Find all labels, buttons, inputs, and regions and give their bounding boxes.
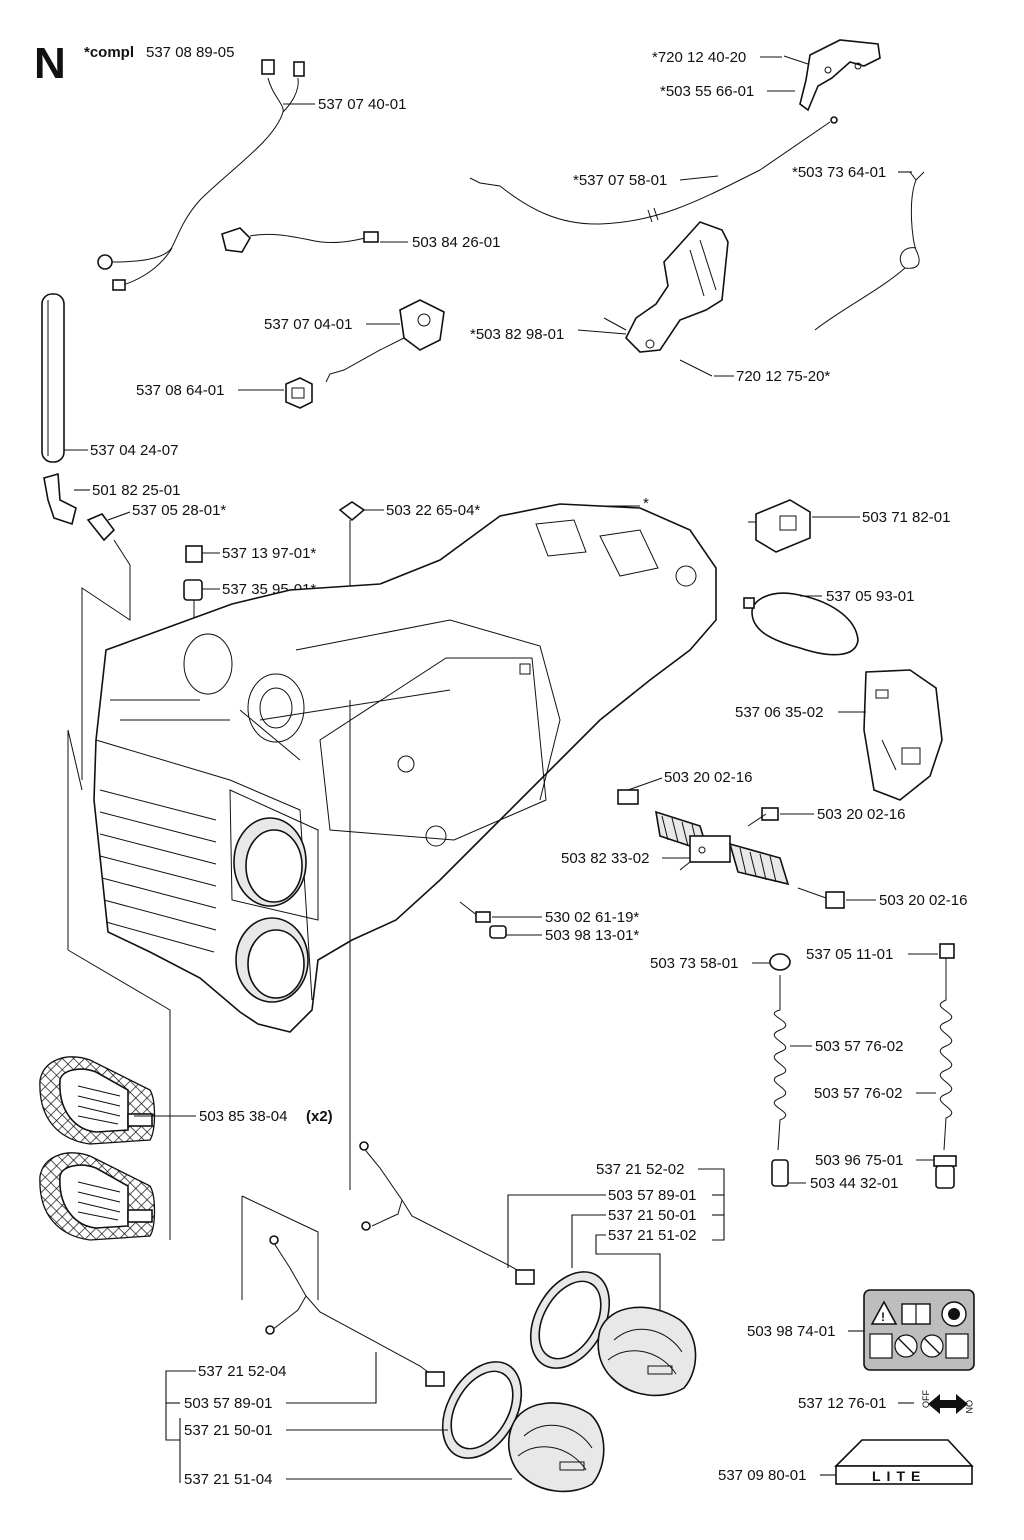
label-503-98-74-01: 503 98 74-01 — [747, 1323, 835, 1340]
av-element-upper — [39, 1056, 156, 1145]
label-720-12-75-20: 720 12 75-20* — [736, 368, 830, 385]
label-503-98-13-01: 503 98 13-01* — [545, 927, 639, 944]
label-537-08-64-01: 537 08 64-01 — [136, 382, 224, 399]
label-503-20-02-16-b: 503 20 02-16 — [817, 806, 905, 823]
elbow-fitting — [43, 472, 77, 526]
label-crankcase-star: * — [643, 495, 649, 512]
label-503-82-33-02: 503 82 33-02 — [561, 850, 649, 867]
suction-hose-left — [771, 975, 789, 1187]
label-537-06-35-02: 537 06 35-02 — [735, 704, 823, 721]
fuel-cap-assembly-upper — [359, 1141, 697, 1397]
off-on-decal: OFF ON — [921, 1390, 974, 1414]
label-537-05-93-01: 537 05 93-01 — [826, 588, 914, 605]
av-element-lower — [39, 1152, 156, 1241]
throttle-cable — [469, 116, 838, 225]
ignition-cable — [221, 227, 379, 253]
wiring-harness — [97, 59, 305, 291]
label-537-09-80-01: 537 09 80-01 — [718, 1467, 806, 1484]
label-503-73-64-01: *503 73 64-01 — [792, 164, 886, 181]
label-503-96-75-01: 503 96 75-01 — [815, 1152, 903, 1169]
decal-off-text: OFF — [921, 1390, 931, 1408]
label-537-21-51-02: 537 21 51-02 — [608, 1227, 696, 1244]
label-537-21-52-02: 537 21 52-02 — [596, 1161, 684, 1178]
label-501-82-25-01: 501 82 25-01 — [92, 482, 180, 499]
label-537-13-97-01: 537 13 97-01* — [222, 545, 316, 562]
label-503-44-32-01: 503 44 32-01 — [810, 1175, 898, 1192]
fuel-hose — [41, 293, 65, 463]
side-cover — [863, 669, 943, 801]
sleeve — [183, 579, 203, 601]
spring-wire — [814, 171, 925, 331]
label-503-57-76-02-b: 503 57 76-02 — [814, 1085, 902, 1102]
ignition-switch — [748, 499, 811, 553]
throttle-lockout-lever — [625, 221, 729, 353]
label-537-07-04-01: 537 07 04-01 — [264, 316, 352, 333]
label-503-57-76-02-a: 503 57 76-02 — [815, 1038, 903, 1055]
label-530-02-61-19: 530 02 61-19* — [545, 909, 639, 926]
label-503-73-58-01: 503 73 58-01 — [650, 955, 738, 972]
screw — [185, 545, 203, 563]
label-537-21-50-01-b: 537 21 50-01 — [184, 1422, 272, 1439]
label-503-20-02-16-a: 503 20 02-16 — [664, 769, 752, 786]
label-537-21-50-01-a: 537 21 50-01 — [608, 1207, 696, 1224]
label-503-57-89-01-a: 503 57 89-01 — [608, 1187, 696, 1204]
label-720-12-40-20: *720 12 40-20 — [652, 49, 746, 66]
crankcase-handle — [93, 503, 717, 1033]
label-503-84-26-01: 503 84 26-01 — [412, 234, 500, 251]
label-503-55-66-01: *503 55 66-01 — [660, 83, 754, 100]
fuel-cap-assembly-lower — [265, 1235, 605, 1493]
av-damper-assembly: 503 20 02-16 — [617, 769, 845, 909]
label-503-71-82-01: 503 71 82-01 — [862, 509, 950, 526]
suction-hose-right — [933, 958, 957, 1189]
label-503-82-98-01: *503 82 98-01 — [470, 326, 564, 343]
decal-on-text: ON — [964, 1400, 974, 1414]
label-503-85-38-04: 503 85 38-04 — [199, 1108, 287, 1125]
label-x2: (x2) — [306, 1108, 333, 1125]
nipple — [939, 943, 955, 959]
label-537-07-58-01: *537 07 58-01 — [573, 172, 667, 189]
decal-lite-text: LITE — [872, 1468, 926, 1484]
svg-text:!: ! — [881, 1310, 885, 1324]
lite-decal: LITE — [834, 1439, 974, 1485]
stop-switch — [325, 299, 445, 383]
label-537-04-24-07: 537 04 24-07 — [90, 442, 178, 459]
label-537-21-51-04: 537 21 51-04 — [184, 1471, 272, 1488]
label-537-07-40-01: 537 07 40-01 — [318, 96, 406, 113]
label-537-12-76-01: 537 12 76-01 — [798, 1395, 886, 1412]
compl-number: 537 08 89-05 — [146, 44, 234, 61]
throttle-trigger — [799, 39, 881, 112]
label-503-20-02-16-c: 503 20 02-16 — [879, 892, 967, 909]
warning-decal: ! — [863, 1289, 975, 1371]
vent-fitting — [86, 513, 116, 542]
label-503-22-65-04: 503 22 65-04* — [386, 502, 480, 519]
square-nut — [338, 501, 366, 522]
label-537-21-52-04: 537 21 52-04 — [198, 1363, 286, 1380]
section-letter: N — [34, 39, 66, 88]
compl-prefix: *compl — [84, 44, 134, 61]
label-537-05-28-01: 537 05 28-01* — [132, 502, 226, 519]
label-537-05-11-01: 537 05 11-01 — [806, 946, 893, 963]
grommet — [285, 377, 313, 409]
label-503-57-89-01-b: 503 57 89-01 — [184, 1395, 272, 1412]
rubber-cover — [743, 592, 859, 656]
grommet-small — [769, 953, 791, 971]
